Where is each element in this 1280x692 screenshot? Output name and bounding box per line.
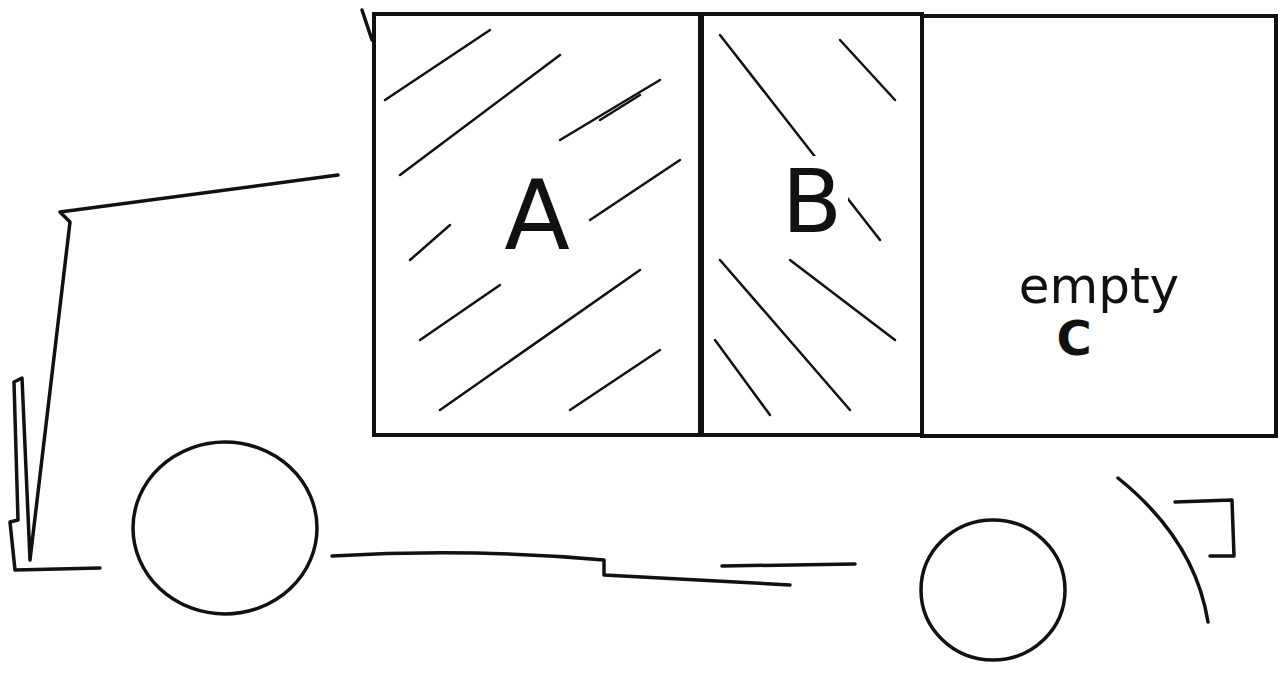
compartment-label: A: [498, 166, 576, 267]
cargo-compartment: B: [700, 12, 924, 437]
hatching: [385, 30, 895, 415]
truck-cab: [10, 175, 338, 570]
chassis-line: [722, 564, 855, 566]
compartment-label: B: [776, 156, 848, 248]
bumper: [1175, 500, 1234, 556]
chassis-line: [332, 553, 790, 585]
compartment-label: C: [1050, 313, 1097, 363]
frame-mark: [362, 10, 372, 40]
cargo-compartment: emptyC: [920, 14, 1278, 438]
cargo-compartment: A: [372, 12, 702, 437]
front-wheel: [133, 442, 317, 614]
compartment-label: empty: [1013, 260, 1185, 313]
rear-wheel: [921, 520, 1065, 660]
